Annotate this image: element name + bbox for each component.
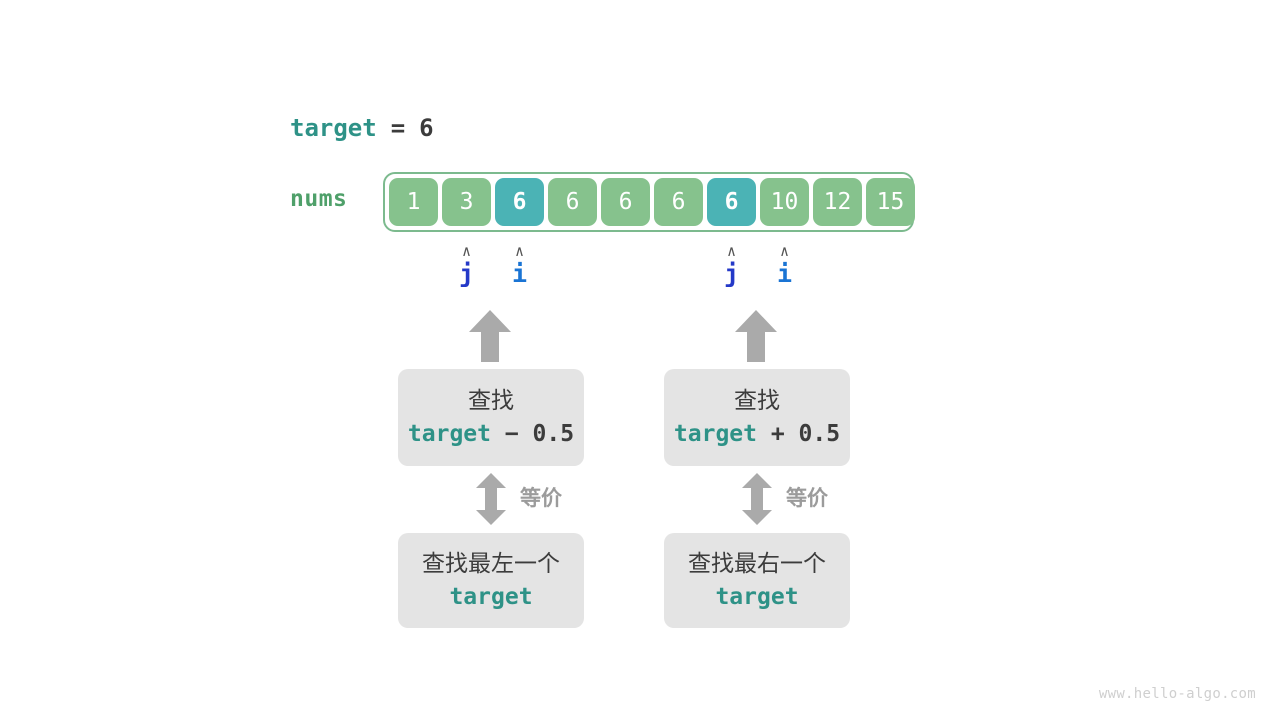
array-cell: 1 [389,178,438,226]
pointer-i-right: ∧i [760,243,809,289]
up-arrow-icon-right [735,310,777,362]
upper-box-right-expr-value: 0.5 [798,420,841,447]
upper-box-right: 查找 target + 0.5 [664,369,850,466]
array-cell: 3 [442,178,491,226]
lower-box-right: 查找最右一个 target [664,533,850,628]
pointer-i-left: ∧i [495,243,544,289]
array-cell: 10 [760,178,809,226]
pointer-caret-icon: ∧ [514,242,525,260]
lower-box-right-line2: target [715,583,799,610]
array-cell: 12 [813,178,862,226]
upper-box-left-expr-name: target [407,420,491,447]
pointer-label: j [458,259,475,288]
lower-box-left-line1: 查找最左一个 [422,550,560,577]
nums-label: nums [290,186,348,212]
up-arrow-icon-left [469,310,511,362]
array-cell: 6 [548,178,597,226]
lower-box-left: 查找最左一个 target [398,533,584,628]
upper-box-right-expression: target + 0.5 [674,417,840,451]
array-cell: 15 [866,178,915,226]
target-variable-name: target [290,114,377,142]
upper-box-left-expression: target − 0.5 [408,417,574,451]
equivalence-double-arrow-icon-right [742,473,772,525]
equivalence-double-arrow-icon-left [476,473,506,525]
equivalence-label-left: 等价 [520,486,562,510]
pointer-caret-icon: ∧ [461,242,472,260]
array-cell: 6 [707,178,756,226]
upper-box-left-line1: 查找 [468,387,514,414]
pointer-j-left: ∧j [442,243,491,289]
pointer-j-right: ∧j [707,243,756,289]
upper-box-right-line1: 查找 [734,387,780,414]
pointer-label: i [511,259,528,288]
pointer-label: j [723,259,740,288]
lower-box-left-line2: target [449,583,533,610]
watermark: www.hello-algo.com [1098,686,1256,702]
array-cell: 6 [601,178,650,226]
pointer-caret-icon: ∧ [779,242,790,260]
upper-box-left: 查找 target − 0.5 [398,369,584,466]
target-declaration: target = 6 [290,110,434,146]
upper-box-left-expr-op: − [491,420,533,447]
target-value: 6 [419,114,434,142]
upper-box-left-expr-value: 0.5 [532,420,575,447]
target-equals-sign: = [390,114,406,142]
pointer-label: i [776,259,793,288]
array-cell: 6 [495,178,544,226]
array-cell: 6 [654,178,703,226]
equivalence-label-right: 等价 [786,486,828,510]
upper-box-right-expr-op: + [757,420,799,447]
pointer-caret-icon: ∧ [726,242,737,260]
upper-box-right-expr-name: target [673,420,757,447]
lower-box-right-line1: 查找最右一个 [688,550,826,577]
